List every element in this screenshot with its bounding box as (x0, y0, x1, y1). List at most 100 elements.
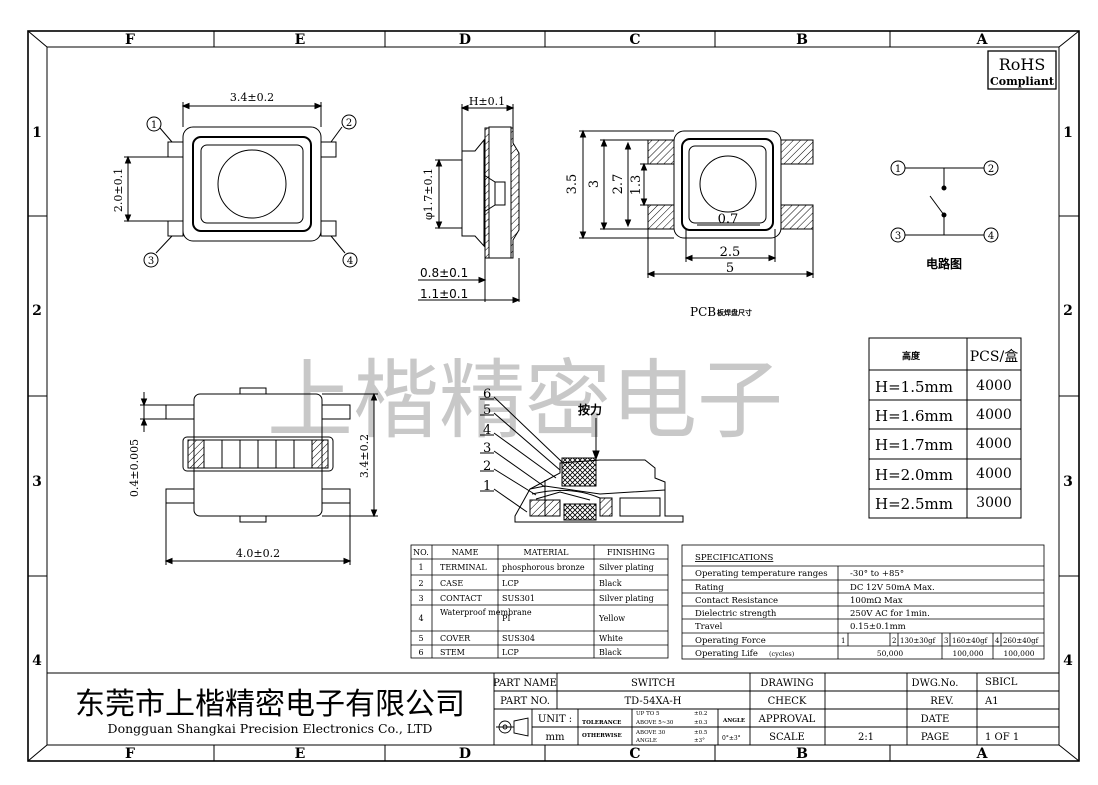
rohs-subtitle: Compliant (990, 75, 1055, 88)
materials-cell: SUS301 (502, 594, 535, 603)
rohs-title: RoHS (999, 55, 1046, 74)
dwg-no-value: SBICL (985, 677, 1018, 688)
zone-col-bottom: F (125, 746, 135, 762)
callout: 5 (483, 403, 491, 418)
specifications-text: SPECIFICATIONS Operating temperature ran… (695, 553, 1040, 659)
rev-label: REV. (930, 696, 953, 707)
height-row-value: H=1.7mm (875, 436, 953, 454)
zone-row-left: 1 (32, 125, 42, 141)
side-dim-b: 1.1±0.1 (420, 287, 468, 301)
height-table (868, 337, 1022, 519)
pin-label: 1 (151, 120, 157, 131)
tol-range: UP TO 5 (636, 711, 660, 717)
zone-row-left: 3 (32, 474, 42, 490)
materials-header: NO. (413, 548, 429, 557)
zone-row-right: 1 (1063, 125, 1073, 141)
spec-label: Operating Force (695, 636, 766, 646)
callout: 3 (483, 441, 491, 456)
circuit-diagram (890, 160, 999, 243)
pcb-dim: 3.5 (565, 174, 580, 195)
callout: 2 (483, 459, 491, 474)
materials-cell: 4 (418, 614, 423, 623)
height-row-pcs: 3000 (976, 495, 1012, 511)
circuit-pin: 2 (988, 164, 994, 175)
spec-label: Operating Life (695, 649, 758, 659)
rev-value: A1 (984, 696, 999, 707)
watermark: 上楷精密电子 (267, 351, 783, 451)
materials-table (410, 544, 669, 659)
tol-value: ±3° (694, 738, 705, 744)
life-cell: 100,000 (952, 649, 983, 658)
part-no-value: TD-54XA-H (624, 696, 681, 707)
pcb-footprint (579, 129, 815, 278)
pcb-dim: 0.7 (718, 212, 739, 227)
circuit-title: 电路图 (926, 256, 962, 271)
bottom-view-labels: 0.4±0.005 3.4±0.2 4.0±0.2 (128, 434, 371, 560)
materials-cell: phosphorous bronze (502, 563, 585, 572)
materials-cell: 5 (418, 634, 423, 643)
spec-value: -30° to +85° (850, 569, 904, 579)
force-cell: 4 (995, 637, 1000, 645)
materials-cell: Silver plating (599, 563, 654, 572)
zone-col-bottom: E (295, 746, 306, 762)
zone-col-bottom: C (629, 746, 640, 762)
page-value: 1 OF 1 (985, 732, 1019, 743)
pcb-labels: 3.5 3 2.7 1.3 0.7 2.5 5 PCB 板焊盘尺寸 (565, 174, 752, 319)
force-label: 按力 (578, 402, 602, 417)
company-block: 东莞市上楷精密电子有限公司 Dongguan Shangkai Precisio… (75, 687, 465, 736)
top-width-dim: 3.4±0.2 (230, 91, 274, 104)
height-row-value: H=2.5mm (875, 495, 953, 513)
callout: 1 (483, 479, 491, 494)
zone-row-left: 2 (32, 303, 42, 319)
part-name-value: SWITCH (631, 678, 675, 689)
angle-label: ANGLE (722, 718, 745, 724)
materials-cell: White (599, 634, 623, 643)
force-cell: 1 (841, 637, 845, 645)
pcb-caption-cn: 板焊盘尺寸 (717, 308, 752, 317)
otherwise-label: OTHERWISE (582, 733, 622, 739)
rohs-badge: RoHS Compliant (987, 50, 1057, 90)
top-view-labels: 3.4±0.2 2.0±0.1 1 2 3 4 (112, 91, 353, 267)
pcb-dim: 2.7 (611, 174, 626, 195)
company-name-en: Dongguan Shangkai Precision Electronics … (108, 721, 433, 736)
zone-col-bottom: B (796, 746, 808, 762)
circuit-pin: 3 (895, 231, 901, 242)
materials-text: NO. NAME MATERIAL FINISHING 1 TERMINAL p… (413, 548, 655, 657)
pin-label: 4 (347, 256, 353, 267)
bottom-view (140, 387, 378, 565)
zone-col-bottom: D (459, 746, 471, 762)
bottom-width-dim: 4.0±0.2 (236, 547, 280, 560)
sheet-frame (27, 30, 1080, 762)
callout: 6 (483, 387, 491, 402)
check-label: CHECK (768, 696, 807, 707)
zone-labels: F E D C B A F E D C B A 1 2 3 4 1 2 3 4 (32, 32, 1073, 762)
tol-range: ABOVE 5~30 (635, 720, 674, 726)
height-row-value: H=2.0mm (875, 466, 953, 484)
materials-cell: 3 (418, 594, 423, 603)
tol-value: ±0.3 (694, 720, 708, 726)
pcb-dim: 3 (587, 180, 602, 188)
bottom-height-dim: 3.4±0.2 (358, 434, 371, 478)
zone-row-right: 4 (1063, 653, 1073, 669)
zone-col-bottom: A (976, 746, 989, 762)
part-name-label: PART NAME (493, 678, 557, 689)
spec-value: 250V AC for 1min. (850, 609, 930, 619)
zone-row-right: 2 (1063, 303, 1073, 319)
circuit-labels: 1 2 3 4 电路图 (895, 164, 994, 271)
zone-row-left: 4 (32, 653, 42, 669)
side-diameter-dim: φ1.7±0.1 (422, 168, 435, 220)
circuit-pin: 1 (895, 164, 901, 175)
materials-cell: 6 (418, 648, 423, 657)
spec-value: 100mΩ Max (850, 596, 903, 606)
top-view (124, 102, 358, 268)
spec-title: SPECIFICATIONS (695, 553, 773, 563)
unit-value: mm (546, 732, 565, 743)
materials-cell-wrapped: Waterproof membrane (440, 608, 532, 617)
pcb-dim: 1.3 (629, 175, 644, 196)
force-cell: 160±40gf (952, 637, 989, 645)
company-name-cn: 东莞市上楷精密电子有限公司 (75, 687, 465, 722)
height-row-pcs: 4000 (976, 436, 1012, 452)
dwg-no-label: DWG.No. (912, 678, 959, 689)
scale-value: 2:1 (858, 732, 874, 743)
